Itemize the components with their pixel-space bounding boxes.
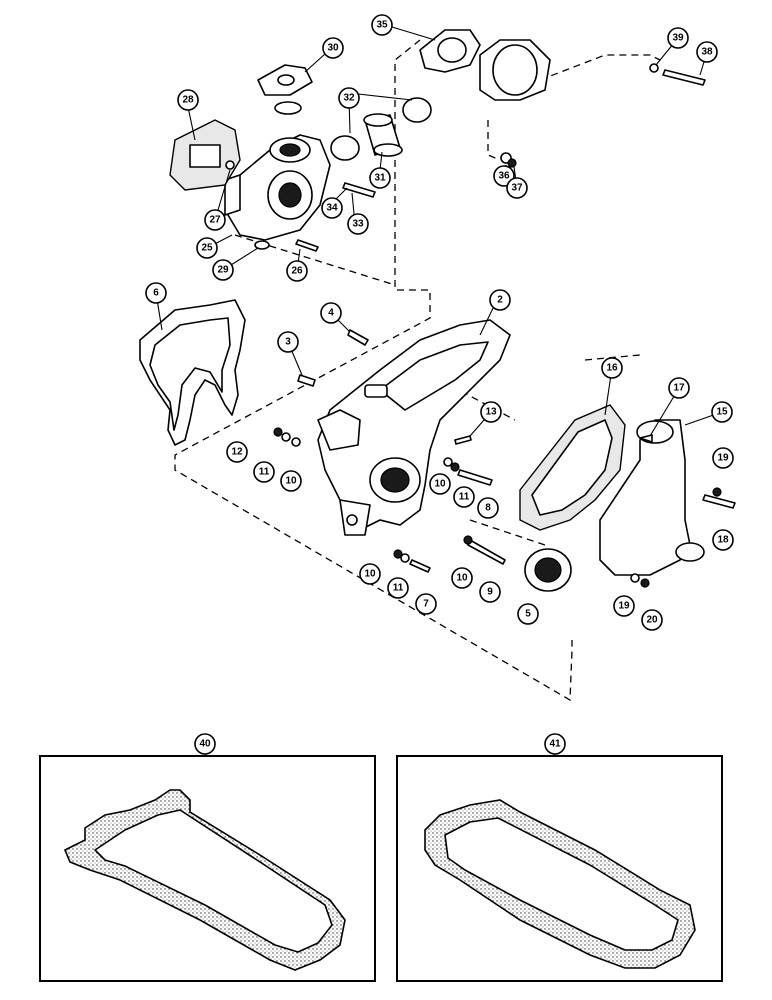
callout-13: 13 bbox=[480, 401, 502, 423]
pump-plate bbox=[419, 29, 551, 101]
hardware-fasteners bbox=[225, 63, 736, 588]
callout-11-a: 11 bbox=[253, 461, 275, 483]
svg-text:11: 11 bbox=[393, 583, 404, 594]
callout-28: 28 bbox=[177, 89, 199, 111]
callout-31: 31 bbox=[369, 167, 391, 189]
callout-41: 41 bbox=[544, 733, 566, 755]
oil-seal bbox=[524, 548, 572, 592]
svg-text:10: 10 bbox=[456, 573, 468, 584]
svg-text:12: 12 bbox=[231, 447, 243, 458]
svg-text:41: 41 bbox=[549, 739, 561, 750]
svg-text:32: 32 bbox=[343, 93, 355, 104]
svg-text:10: 10 bbox=[285, 476, 297, 487]
callout-3: 3 bbox=[277, 331, 299, 353]
callout-25: 25 bbox=[196, 237, 218, 259]
callout-18: 18 bbox=[712, 529, 734, 551]
svg-text:26: 26 bbox=[291, 266, 303, 277]
svg-text:11: 11 bbox=[459, 492, 470, 503]
callout-20: 20 bbox=[641, 609, 663, 631]
inset-40: 40 bbox=[39, 733, 376, 982]
callout-19-b: 19 bbox=[613, 595, 635, 617]
callout-11-c: 11 bbox=[387, 577, 409, 599]
callout-5: 5 bbox=[517, 603, 539, 625]
svg-text:18: 18 bbox=[717, 535, 729, 546]
callout-32: 32 bbox=[338, 87, 360, 109]
callout-11-b: 11 bbox=[453, 486, 475, 508]
callout-17: 17 bbox=[668, 377, 690, 399]
svg-text:2: 2 bbox=[497, 295, 503, 306]
callout-26: 26 bbox=[286, 260, 308, 282]
callout-38: 38 bbox=[696, 41, 718, 63]
svg-text:27: 27 bbox=[209, 215, 221, 226]
svg-text:31: 31 bbox=[374, 173, 386, 184]
svg-text:38: 38 bbox=[701, 47, 713, 58]
callout-30: 30 bbox=[322, 37, 344, 59]
svg-text:33: 33 bbox=[352, 219, 364, 230]
timing-gear-cover bbox=[317, 319, 511, 536]
svg-text:19: 19 bbox=[717, 453, 729, 464]
callout-10-a: 10 bbox=[280, 470, 302, 492]
svg-text:5: 5 bbox=[525, 609, 531, 620]
svg-text:9: 9 bbox=[487, 587, 493, 598]
callout-10-d: 10 bbox=[451, 567, 473, 589]
callout-9: 9 bbox=[479, 581, 501, 603]
callout-19-a: 19 bbox=[712, 447, 734, 469]
callout-15: 15 bbox=[711, 401, 733, 423]
callout-29: 29 bbox=[212, 259, 234, 281]
svg-text:11: 11 bbox=[259, 467, 270, 478]
callout-37: 37 bbox=[506, 177, 528, 199]
water-pump-housing bbox=[224, 134, 331, 241]
callout-40: 40 bbox=[194, 733, 216, 755]
svg-text:16: 16 bbox=[606, 363, 618, 374]
svg-text:34: 34 bbox=[326, 203, 338, 214]
svg-text:28: 28 bbox=[182, 95, 194, 106]
callout-7: 7 bbox=[415, 593, 437, 615]
callout-39: 39 bbox=[667, 27, 689, 49]
svg-text:15: 15 bbox=[716, 407, 728, 418]
inset-41: 41 bbox=[396, 733, 723, 982]
callout-10-c: 10 bbox=[359, 563, 381, 585]
svg-text:8: 8 bbox=[485, 503, 491, 514]
svg-text:39: 39 bbox=[672, 33, 684, 44]
callout-8: 8 bbox=[477, 497, 499, 519]
svg-text:6: 6 bbox=[153, 288, 159, 299]
svg-text:7: 7 bbox=[423, 599, 429, 610]
svg-text:40: 40 bbox=[199, 739, 211, 750]
svg-text:19: 19 bbox=[618, 601, 630, 612]
svg-text:20: 20 bbox=[646, 615, 658, 626]
hose-and-clamps bbox=[330, 97, 432, 161]
callout-12: 12 bbox=[226, 441, 248, 463]
svg-text:30: 30 bbox=[327, 43, 339, 54]
callout-4: 4 bbox=[320, 302, 342, 324]
callout-34: 34 bbox=[321, 197, 343, 219]
callout-6: 6 bbox=[145, 282, 167, 304]
svg-text:4: 4 bbox=[328, 308, 334, 319]
callout-35: 35 bbox=[371, 14, 393, 36]
callout-16: 16 bbox=[601, 357, 623, 379]
svg-text:36: 36 bbox=[498, 171, 510, 182]
svg-text:10: 10 bbox=[364, 569, 376, 580]
callout-2: 2 bbox=[489, 289, 511, 311]
svg-text:17: 17 bbox=[673, 383, 685, 394]
svg-text:3: 3 bbox=[285, 337, 291, 348]
svg-text:10: 10 bbox=[434, 479, 446, 490]
svg-text:29: 29 bbox=[217, 265, 229, 276]
svg-text:13: 13 bbox=[485, 407, 497, 418]
callout-33: 33 bbox=[347, 213, 369, 235]
svg-text:37: 37 bbox=[511, 183, 523, 194]
callout-27: 27 bbox=[204, 209, 226, 231]
callout-10-b: 10 bbox=[429, 473, 451, 495]
svg-text:25: 25 bbox=[201, 243, 213, 254]
svg-text:35: 35 bbox=[376, 20, 388, 31]
